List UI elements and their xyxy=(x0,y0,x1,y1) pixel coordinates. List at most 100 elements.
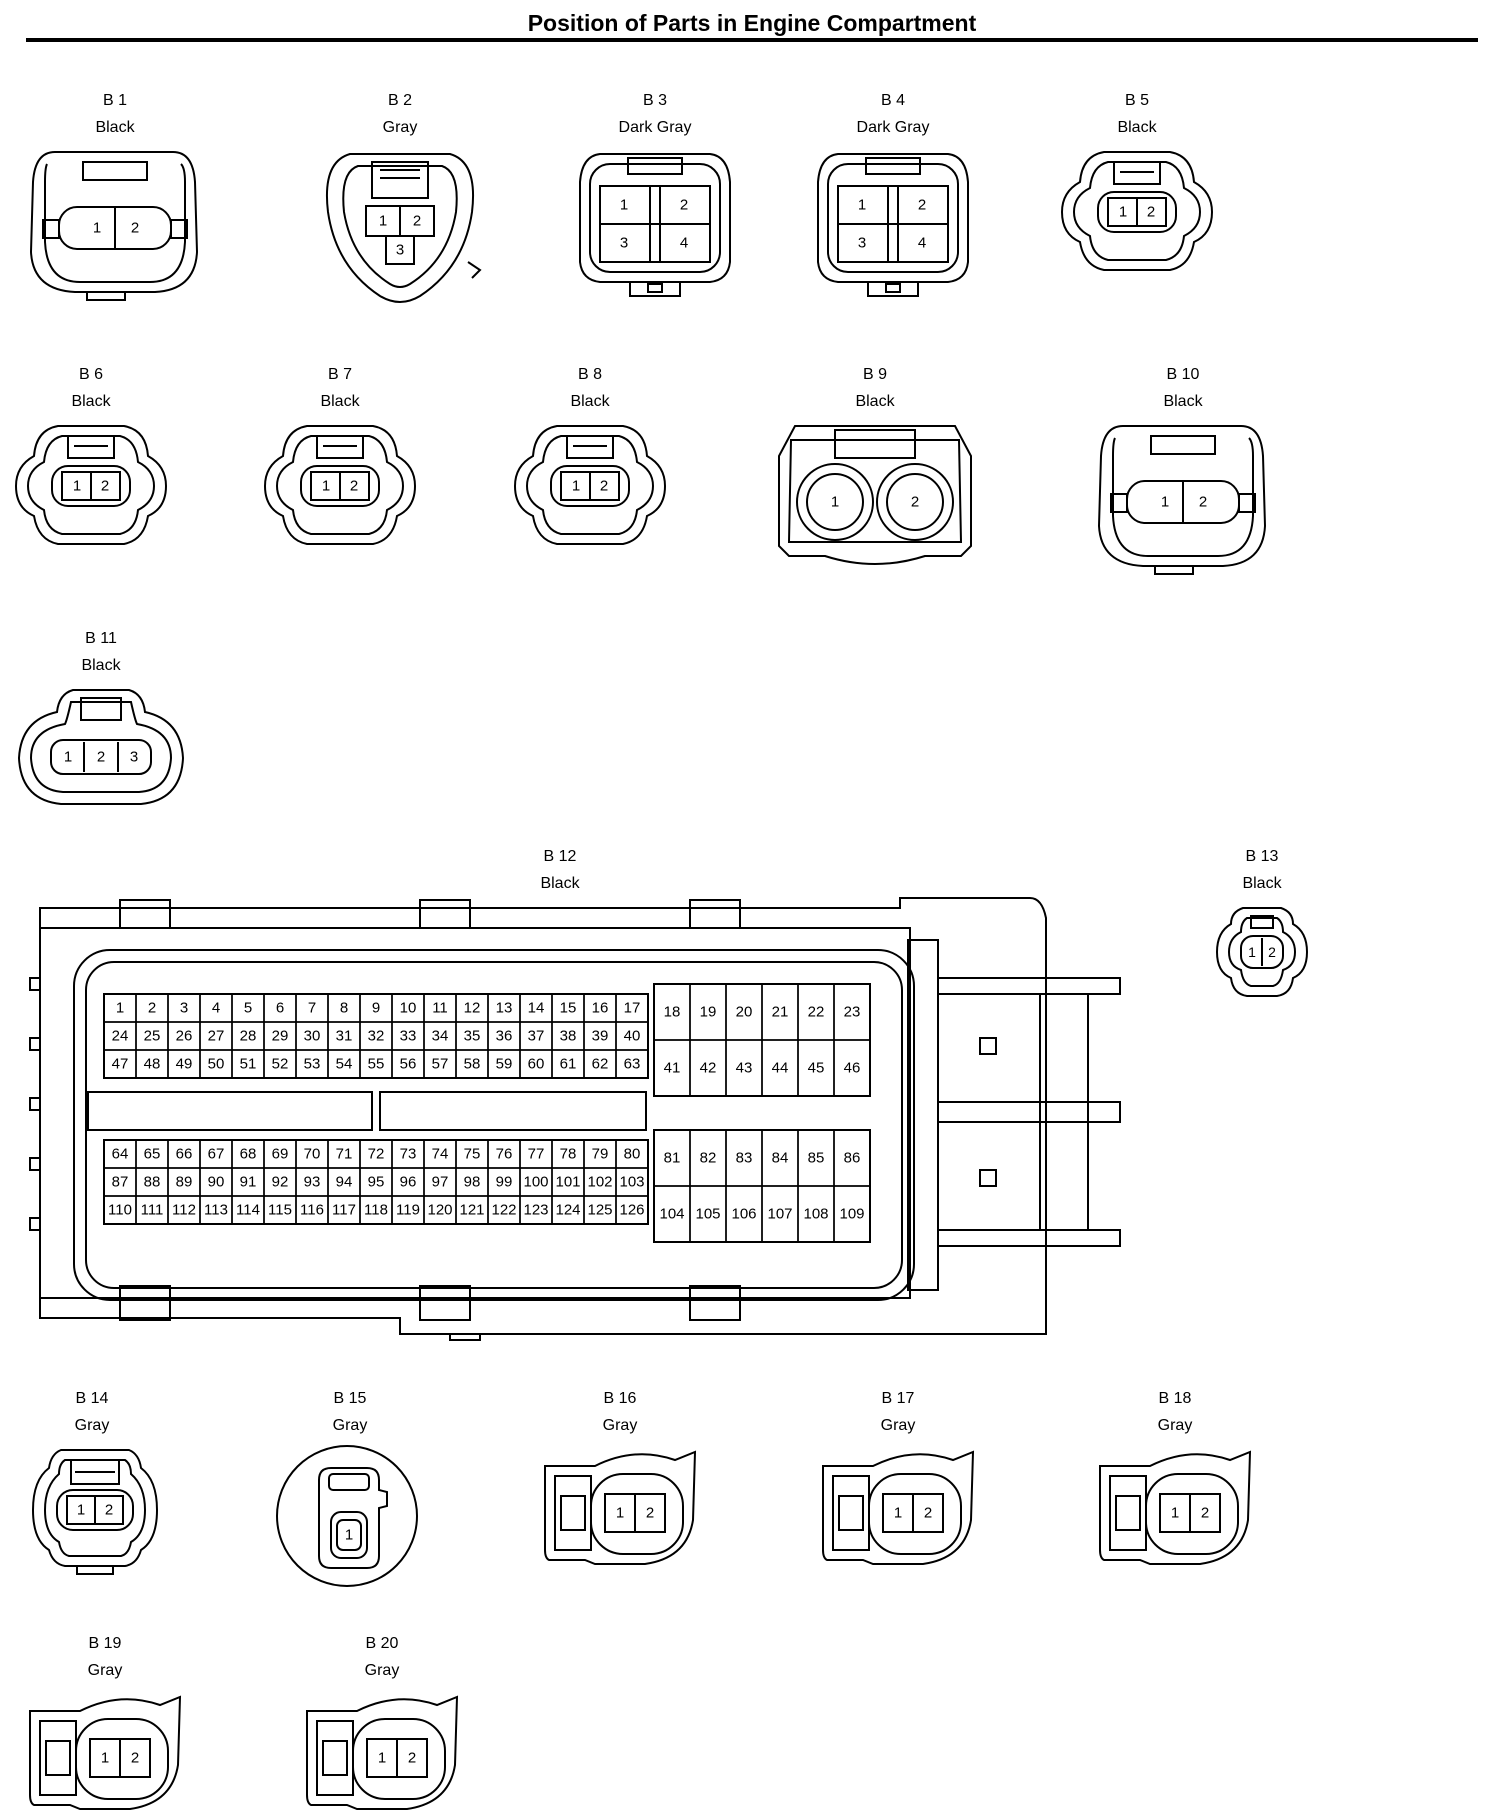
b12-rib xyxy=(29,1217,41,1231)
pin-divider xyxy=(649,185,661,263)
connector-id: B 11 xyxy=(85,630,117,647)
connector-housing xyxy=(51,465,131,507)
pin-number: 1 xyxy=(858,197,866,214)
pin-number: 103 xyxy=(619,1174,644,1191)
pin-number: 50 xyxy=(208,1056,225,1073)
connector-outline xyxy=(29,701,173,793)
connector-id: B 9 xyxy=(862,366,887,383)
connector-housing xyxy=(56,1489,134,1531)
pin-number: 46 xyxy=(844,1060,861,1077)
pin-number: 6 xyxy=(276,1000,284,1017)
connector-id: B 13 xyxy=(1245,848,1279,865)
pin-number: 12 xyxy=(464,1000,481,1017)
connector-outline xyxy=(554,1475,592,1551)
connector-id: B 14 xyxy=(75,1390,109,1407)
pin-number: 3 xyxy=(396,242,404,259)
connector-key xyxy=(647,283,663,293)
pin-number: 72 xyxy=(368,1146,385,1163)
pin-number: 96 xyxy=(400,1174,417,1191)
pin-number: 116 xyxy=(300,1202,324,1219)
b12-clip xyxy=(689,1285,741,1321)
connector-color: Black xyxy=(855,393,895,410)
pin-number: 52 xyxy=(272,1056,289,1073)
pin-number: 16 xyxy=(592,1000,609,1017)
connector-latch xyxy=(1150,435,1216,455)
connector-tab xyxy=(170,219,188,239)
pin-number: 3 xyxy=(180,1000,188,1017)
pin-number: 2 xyxy=(600,478,608,495)
pin-ring xyxy=(806,473,864,531)
connector-housing xyxy=(300,465,380,507)
pin-number: 108 xyxy=(803,1206,828,1223)
connector-housing xyxy=(1240,935,1284,969)
pin-number: 73 xyxy=(400,1146,417,1163)
pin-number: 45 xyxy=(808,1060,825,1077)
pin-number: 71 xyxy=(336,1146,353,1163)
connector-b12-color: Black xyxy=(540,875,580,892)
pin-number: 81 xyxy=(664,1150,681,1167)
connector-color: Gray xyxy=(880,1417,916,1434)
pin-number: 111 xyxy=(141,1202,164,1219)
pin-number: 1 xyxy=(894,1505,902,1522)
pin-number: 92 xyxy=(272,1174,289,1191)
pin-number: 95 xyxy=(368,1174,385,1191)
connector-housing xyxy=(1145,1473,1239,1555)
connector-outline xyxy=(787,439,963,543)
pin-number: 8 xyxy=(340,1000,348,1017)
pin-number: 61 xyxy=(560,1056,577,1073)
pin-number: 113 xyxy=(204,1202,228,1219)
b12-pin-cell xyxy=(833,1039,871,1097)
connector-latch xyxy=(627,157,683,175)
connector-color: Gray xyxy=(382,119,418,136)
pin-number: 78 xyxy=(560,1146,577,1163)
pin-ring xyxy=(796,463,874,541)
connector-color: Black xyxy=(1242,875,1282,892)
connector-outline xyxy=(1227,917,1297,987)
pin-number: 2 xyxy=(924,1505,932,1522)
pin-number: 117 xyxy=(332,1202,356,1219)
connector-latch xyxy=(1115,1495,1141,1531)
connector-id: B 3 xyxy=(642,92,667,109)
pin-number: 76 xyxy=(496,1146,513,1163)
connector-outline xyxy=(1215,907,1309,997)
connector-outline xyxy=(17,689,185,805)
connector-outline xyxy=(29,151,199,293)
pin-number: 1 xyxy=(322,478,330,495)
connector-housing xyxy=(330,1511,368,1559)
pin-number: 13 xyxy=(496,1000,513,1017)
b12-frame xyxy=(73,949,915,1301)
pin-number: 9 xyxy=(372,1000,380,1017)
pin-number: 1 xyxy=(73,478,81,495)
b12-separator xyxy=(87,1091,373,1131)
connector-id: B 16 xyxy=(603,1390,637,1407)
pin-number: 2 xyxy=(408,1750,416,1767)
b12-pin-cell xyxy=(833,1185,871,1243)
pin-number: 2 xyxy=(911,494,919,511)
connector-outline xyxy=(1072,161,1202,261)
connector-housing xyxy=(318,1467,388,1569)
pin-number: 34 xyxy=(432,1028,449,1045)
pin-number: 25 xyxy=(144,1028,161,1045)
connector-outline xyxy=(1099,1450,1252,1565)
pin-number: 64 xyxy=(112,1146,129,1163)
connector-id: B 4 xyxy=(880,92,905,109)
pin-number: 122 xyxy=(491,1202,516,1219)
b12-clip xyxy=(419,899,471,929)
b12-clip xyxy=(689,899,741,929)
pin-number: 14 xyxy=(528,1000,545,1017)
connector-latch xyxy=(70,1459,120,1485)
connector-outline xyxy=(513,425,667,545)
pin-number: 2 xyxy=(131,1750,139,1767)
